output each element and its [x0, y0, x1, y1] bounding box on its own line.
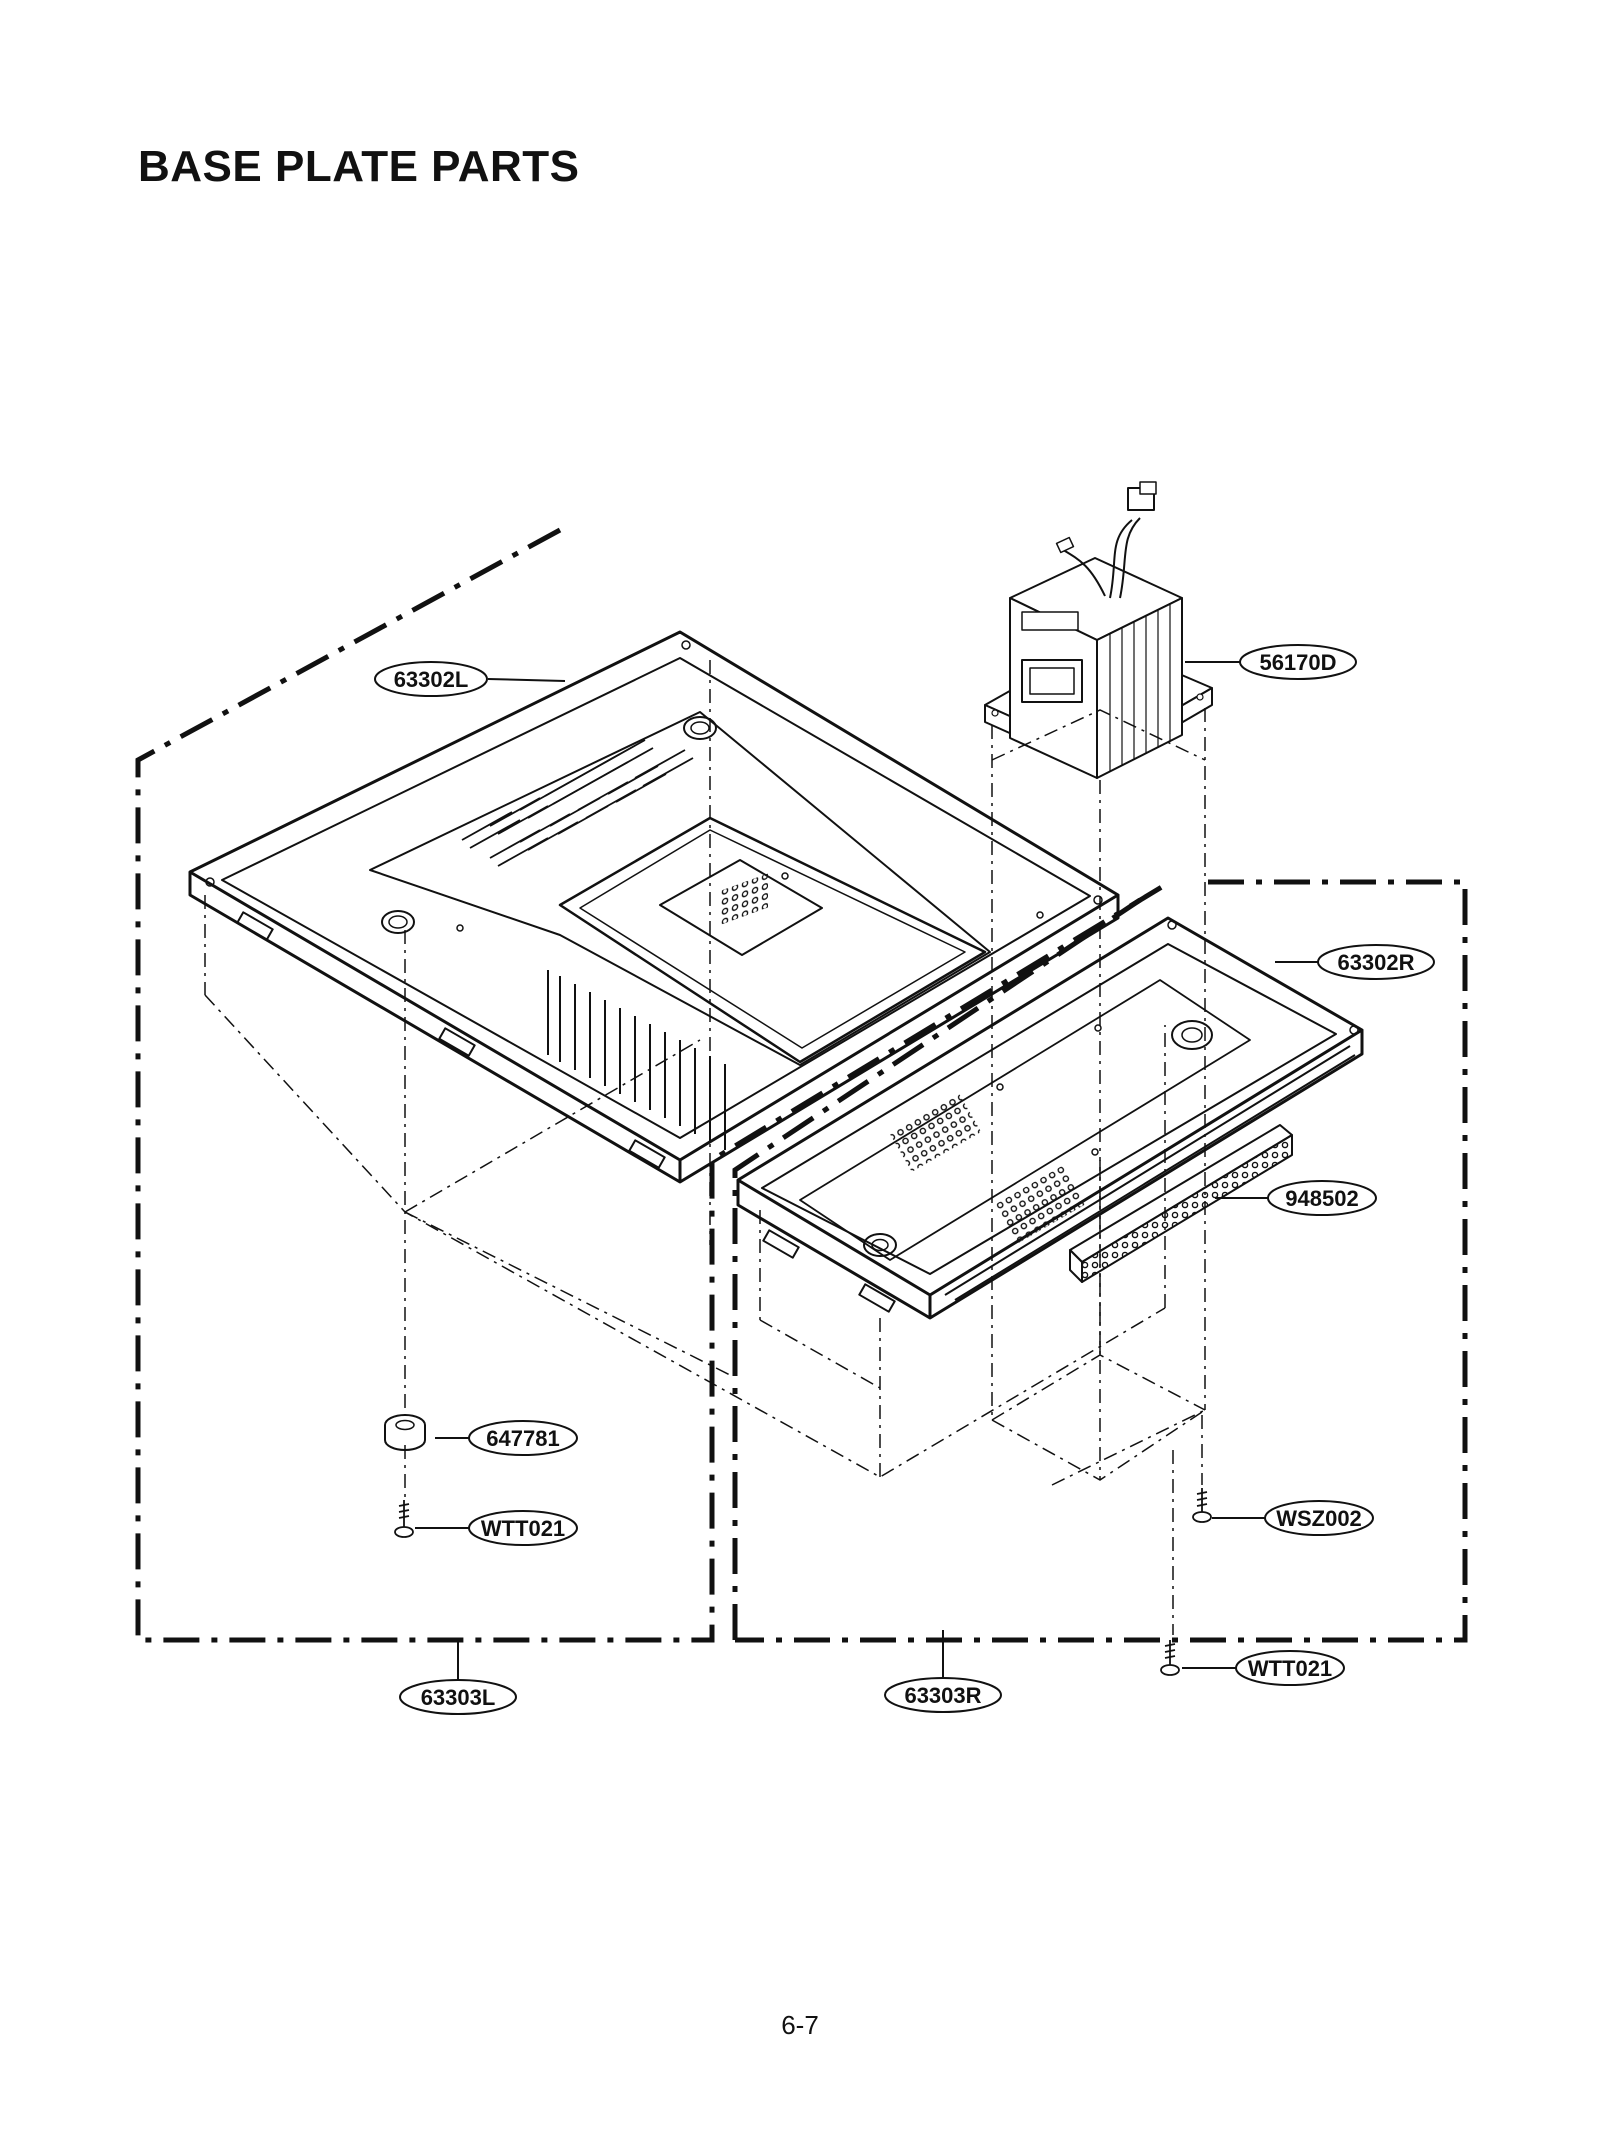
callout-WSZ002: WSZ002	[1264, 1500, 1374, 1536]
callout-label: 647781	[486, 1426, 559, 1451]
transformer	[984, 481, 1213, 779]
callout-label: 63302R	[1337, 950, 1414, 975]
base-plate-left	[188, 630, 1120, 1184]
transformer-laminations	[1109, 604, 1171, 772]
projection-lines	[204, 660, 1206, 1635]
leader-lines	[415, 661, 1318, 1680]
callout-label: 56170D	[1259, 650, 1336, 675]
insulator-bar	[1069, 1124, 1293, 1283]
callout-56170D: 56170D	[1239, 644, 1357, 680]
callout-647781: 647781	[468, 1420, 578, 1456]
callout-label: 63302L	[394, 667, 469, 692]
screw-right	[1160, 1640, 1180, 1676]
screw-transformer	[1192, 1488, 1212, 1523]
callout-WTT021-right: WTT021	[1235, 1650, 1345, 1686]
callout-label: WTT021	[1248, 1656, 1332, 1681]
callout-63302L: 63302L	[374, 661, 488, 697]
assembly-left-boundary	[135, 527, 1167, 1643]
callout-label: 63303R	[904, 1683, 981, 1708]
callout-label: 63303L	[421, 1685, 496, 1710]
callout-63303L: 63303L	[399, 1679, 517, 1715]
screw-foot	[394, 1500, 414, 1538]
foot	[384, 1414, 426, 1451]
page-number: 6-7	[781, 2010, 819, 2040]
page-title: BASE PLATE PARTS	[138, 142, 580, 191]
callout-label: WTT021	[481, 1516, 565, 1541]
callout-label: WSZ002	[1276, 1506, 1362, 1531]
callout-WTT021-left: WTT021	[468, 1510, 578, 1546]
callout-63302R: 63302R	[1317, 944, 1435, 980]
vent-slots-left	[461, 739, 694, 867]
callout-948502: 948502	[1267, 1180, 1377, 1216]
callout-label: 948502	[1285, 1186, 1358, 1211]
base-plate-right	[736, 916, 1364, 1320]
assembly-right-boundary	[732, 879, 1468, 1643]
callout-63303R: 63303R	[884, 1677, 1002, 1713]
